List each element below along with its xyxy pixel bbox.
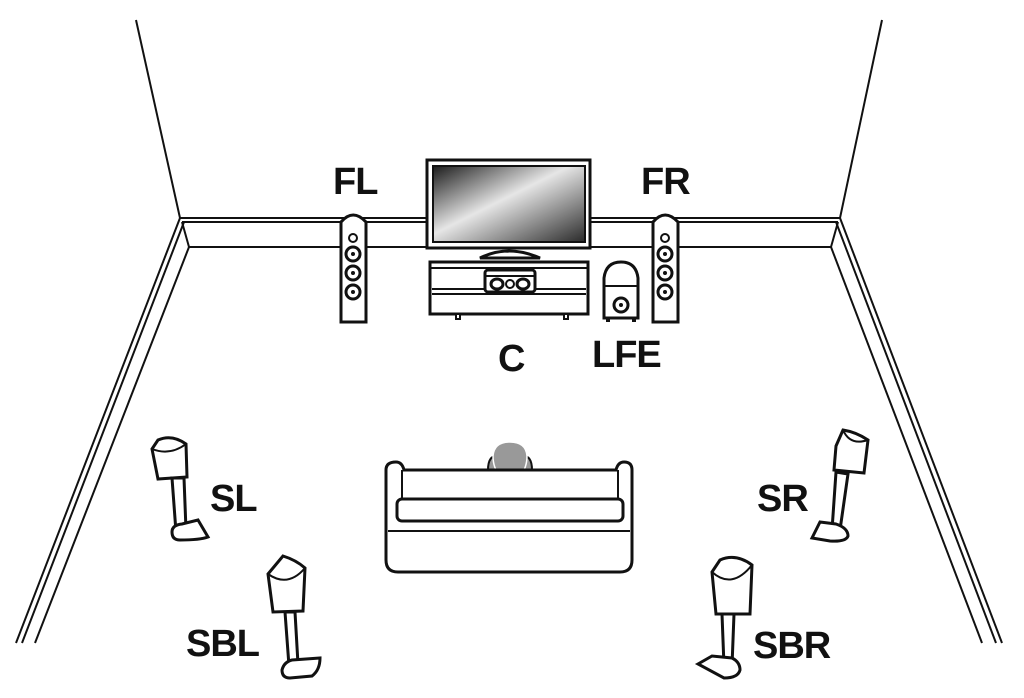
center-speaker <box>483 268 537 294</box>
label-surround-back-right: SBR <box>753 625 831 667</box>
label-surround-back-left: SBL <box>186 623 260 665</box>
subwoofer <box>602 260 640 322</box>
label-front-right: FR <box>641 161 691 203</box>
front-left-speaker <box>339 213 368 324</box>
surround-left-speaker <box>150 436 211 542</box>
label-center: C <box>498 338 525 380</box>
label-subwoofer: LFE <box>592 334 662 376</box>
surround-back-right-speaker <box>694 555 754 680</box>
front-right-speaker <box>651 213 680 324</box>
tv <box>425 158 592 260</box>
label-front-left: FL <box>333 161 378 203</box>
surround-right-speaker <box>809 428 870 543</box>
sofa <box>384 441 634 574</box>
surround-back-left-speaker <box>266 554 322 680</box>
label-surround-left: SL <box>210 478 258 520</box>
label-surround-right: SR <box>757 478 809 520</box>
